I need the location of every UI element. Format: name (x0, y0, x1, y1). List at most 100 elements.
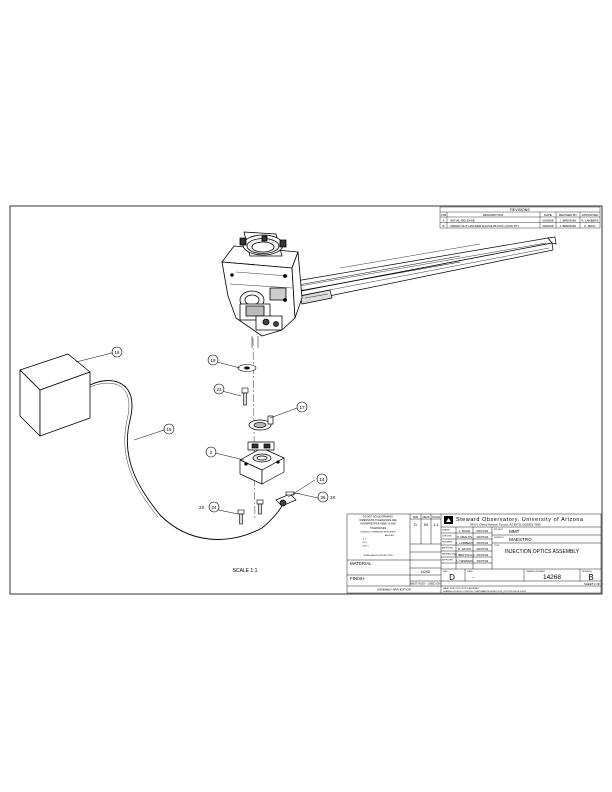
tol-line-2: .X ± (362, 539, 367, 541)
svg-text:ENGINEER: ENGINEER (442, 542, 453, 544)
note-line1: DO NOT SCALE DRAWING (363, 516, 393, 519)
footer-name: NAME: INJECTION OPTICS ASSEMBLY (443, 587, 480, 590)
svg-text:N. BENTOLILA: N. BENTOLILA (454, 553, 474, 557)
rev-header-revised-by: REVISED BY (559, 213, 577, 217)
revisions-table (439, 206, 601, 229)
svg-text:06/07/04: 06/07/04 (477, 553, 489, 557)
svg-text:R. WOOD: R. WOOD (458, 547, 472, 551)
tol-head: TOLERANCES (370, 527, 387, 530)
drawing-title: INJECTION OPTICS ASSEMBLY (505, 549, 580, 555)
signature-rows: DRAWN CHECKED ENGINEER APPROVED MANUFACT… (442, 529, 489, 564)
balloon-17: 17 (296, 401, 308, 413)
balloon-15: 15 (163, 423, 175, 435)
size-value: D (449, 573, 455, 582)
size-label: SIZE (443, 571, 448, 573)
svg-text:K. LAMBERS: K. LAMBERS (455, 541, 473, 545)
balloon-16: 16 (111, 346, 123, 358)
rev-row-b-by: J. BRENNAN (560, 224, 577, 228)
note-line2: DIMENSIONS TOLERANCES ARE (359, 519, 397, 522)
mount-screws (256, 499, 264, 515)
svg-text:17: 17 (299, 405, 305, 410)
finish-label: FINISH (350, 576, 364, 581)
cage-value: - (472, 575, 474, 581)
svg-text:06/07/04: 06/07/04 (477, 541, 489, 545)
rev-row-a-desc: INITIAL RELEASE (450, 218, 475, 222)
svg-text:23: 23 (216, 387, 222, 392)
assy-note: ASSEMBLY APPLICATION (377, 588, 411, 592)
sheet-border (9, 205, 603, 595)
used-on-label: USED ON (428, 582, 441, 586)
observatory-logo (444, 516, 453, 524)
revisions-title: REVISIONS (510, 208, 530, 212)
part-15-cable (89, 380, 284, 540)
balloon-36: 36 2X (317, 491, 336, 503)
dwg-no-label: DRAWING NUMBER (526, 570, 545, 573)
rev-value: B (588, 573, 593, 582)
balloon-23: 23 (213, 383, 225, 395)
svg-text:APPROVED: APPROVED (442, 547, 454, 550)
part-17-ring (248, 415, 274, 431)
optics-rail-arm (269, 236, 557, 305)
org-address: 933 N. Cherry Avenue, Tucson, AZ 85721 (… (470, 523, 541, 527)
balloon-24: 24 2X (199, 501, 220, 513)
svg-text:15: 15 (166, 427, 172, 432)
balloon-36-qty: 2X (330, 495, 336, 500)
svg-text:2: 2 (210, 450, 213, 455)
svg-text:P. ABALOS: P. ABALOS (457, 535, 472, 539)
tol-line-1: ANGLES (385, 534, 394, 537)
scale-col-value: 1:1 (433, 522, 439, 527)
dwg-no-value: 14268 (543, 574, 561, 581)
tol-line-4: .XXX ± (362, 546, 370, 548)
part-15-cable-inner (89, 382, 159, 518)
tol-line-3: .XX ± (362, 542, 368, 544)
svg-text:16: 16 (114, 350, 120, 355)
svg-text:36: 36 (320, 495, 326, 500)
title-block-grid (346, 513, 602, 594)
rev-row-a-by: J. BRENNAN (560, 218, 577, 222)
project-value: MMT (509, 529, 520, 534)
part-24-screw (237, 509, 245, 525)
part-14-connector (275, 493, 297, 507)
rev-header-description: DESCRIPTION (483, 213, 504, 217)
svg-text:24: 24 (211, 505, 217, 510)
rev-header-ltr: LTR (441, 213, 447, 217)
part-36-screw (285, 491, 300, 496)
rev-header-approved: APPROVED (582, 213, 600, 217)
material-label: MATERIAL (350, 561, 372, 566)
svg-text:06/07/04: 06/07/04 (477, 547, 489, 551)
title-label: TITLE (494, 545, 500, 547)
footer-source: DRAWING SOURCE LOCATION: C:\MMT\MAESTRO\… (443, 590, 526, 593)
svg-text:14: 14 (319, 477, 325, 482)
part-19-washer (237, 364, 257, 372)
part-2-mount (239, 441, 285, 485)
size-col-value: D (414, 522, 417, 527)
part-23-screw (241, 387, 249, 406)
meas-col-value: IN (424, 522, 428, 527)
svg-text:CHECKED: CHECKED (442, 536, 452, 538)
svg-text:06/07/04: 06/07/04 (477, 535, 489, 539)
svg-text:MANUFACTURING: MANUFACTURING (442, 553, 457, 556)
scale-note: SCALE 1:1 (233, 568, 258, 574)
svg-text:DRAWN: DRAWN (442, 529, 450, 532)
tol-line-0: UNLESS OTHERWISE SPECIFIED (361, 532, 396, 534)
rev-row-b-date: 08/09/08 (543, 224, 554, 228)
subproject-value: MAESTRO (509, 537, 532, 542)
rev-row-a-appr: K. LAMBERS (582, 218, 599, 222)
balloon-14: 14 (316, 473, 328, 485)
meas-col-label: MEAS (423, 516, 430, 519)
svg-text:05/27/04: 05/27/04 (477, 529, 489, 533)
balloon-leaders (75, 352, 319, 515)
next-assy-label: NEXT ASSY (410, 582, 426, 586)
cage-label: CAGE (467, 570, 473, 573)
rev-row-a-ltr: A (442, 218, 444, 222)
balloon-2: 2 (205, 446, 217, 458)
sheet-number: SHEET 2 OF 3 (584, 582, 603, 586)
part-16-box (19, 353, 91, 437)
rev-row-b-appr: K. ZENG (584, 224, 595, 228)
svg-text:APPROVED: APPROVED (442, 559, 454, 562)
svg-text:J. DUKE: J. DUKE (459, 529, 471, 533)
note-line3: INTERPRET PER ASME Y14.5M (360, 523, 395, 526)
rev-row-b-ltr: B (442, 224, 444, 228)
rev-header-date: DATE (544, 213, 552, 217)
